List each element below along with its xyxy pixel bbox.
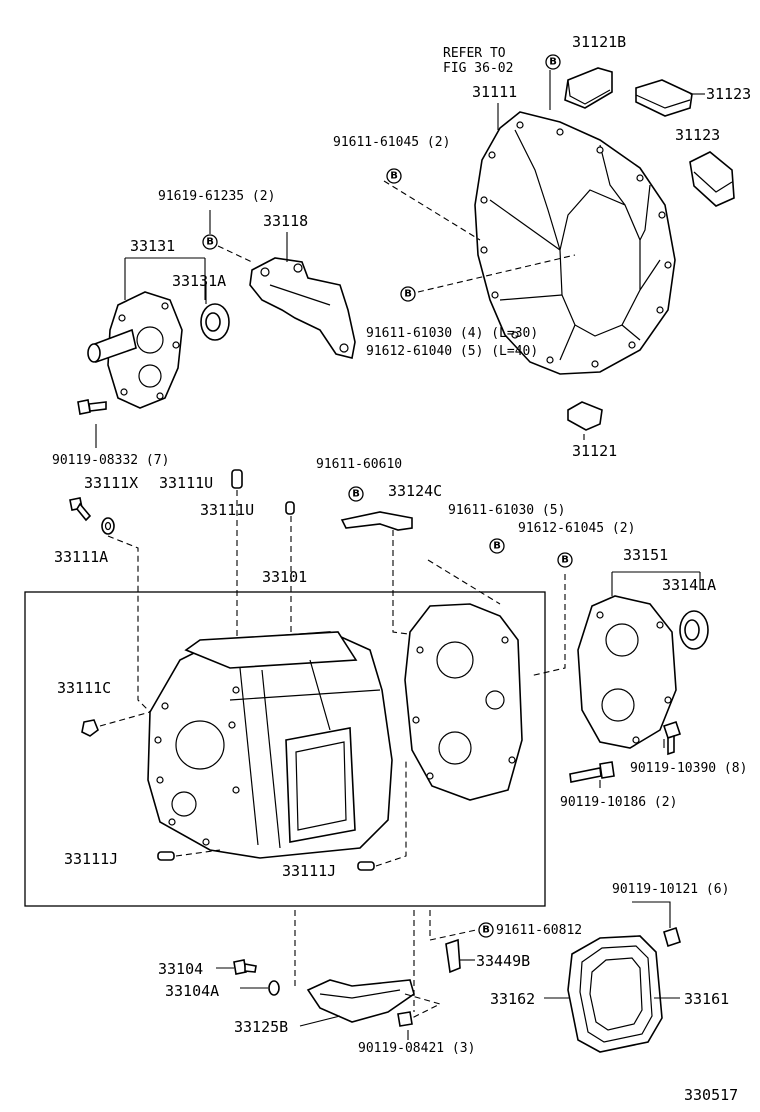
retainer-33131 [87, 291, 183, 409]
transmission-case-33101 [147, 631, 393, 859]
label-33118: 33118 [263, 212, 308, 230]
part-labels: REFER TO FIG 36-02 31121B 31111 31123 31… [52, 33, 751, 1104]
label-31123-lower: 31123 [675, 126, 720, 144]
label-33125B: 33125B [234, 1018, 288, 1036]
label-33151: 33151 [623, 546, 668, 564]
label-33111A: 33111A [54, 548, 108, 566]
svg-text:B: B [390, 171, 398, 182]
bolt-90119-08332 [77, 399, 107, 415]
label-refer-line2: FIG 36-02 [443, 61, 513, 76]
b-marker-6: B [489, 538, 505, 554]
svg-text:B: B [561, 555, 569, 566]
label-90119-10186: 90119-10186 (2) [560, 795, 677, 810]
label-91611-60610: 91611-60610 [316, 457, 402, 472]
intermediate-plate [404, 603, 523, 801]
label-33111U-b: 33111U [200, 501, 254, 519]
bracket-33118 [249, 257, 356, 359]
label-90119-08332: 90119-08332 (7) [52, 453, 169, 468]
bell-housing-31111 [474, 111, 676, 375]
label-90119-10121: 90119-10121 (6) [612, 882, 729, 897]
label-91612-61040-5: 91612-61040 (5) (L=40) [366, 344, 538, 359]
label-33111X: 33111X [84, 474, 138, 492]
label-33124C: 33124C [388, 482, 442, 500]
bolt-90119-10186 [569, 761, 615, 783]
diagram-id: 330517 [684, 1086, 738, 1104]
bolt-33104 [233, 959, 257, 975]
b-marker-2: B [386, 168, 402, 184]
label-33101: 33101 [262, 568, 307, 586]
pin-33111U-long [231, 469, 243, 489]
label-91611-60812: 91611-60812 [496, 923, 582, 938]
oil-seal-33131A [200, 303, 230, 341]
b-marker-8: B [478, 922, 494, 938]
bolt-33111A [69, 497, 92, 522]
label-91619-61235: 91619-61235 (2) [158, 189, 275, 204]
label-33104A: 33104A [165, 982, 219, 1000]
label-90119-08421: 90119-08421 (3) [358, 1041, 475, 1056]
b-marker-4: B [400, 286, 416, 302]
b-marker-3: B [202, 234, 218, 250]
leader-lines [95, 70, 705, 1040]
cover-31123-upper [635, 79, 693, 117]
label-33161: 33161 [684, 990, 729, 1008]
label-33141A: 33141A [662, 576, 716, 594]
label-91612-61045: 91612-61045 (2) [518, 521, 635, 536]
extension-housing-33151 [577, 595, 677, 749]
label-33111C: 33111C [57, 679, 111, 697]
label-33162: 33162 [490, 990, 535, 1008]
b-marker-1: B [545, 54, 561, 70]
label-33111J-right: 33111J [282, 862, 336, 880]
svg-text:B: B [493, 541, 501, 552]
cover-31121 [567, 401, 603, 431]
pin-33111J-right [357, 861, 375, 871]
label-33131: 33131 [130, 237, 175, 255]
cover-33125B [306, 979, 415, 1023]
label-31123-upper: 31123 [706, 85, 751, 103]
label-31121B: 31121B [572, 33, 626, 51]
b-marker-7: B [557, 552, 573, 568]
label-91611-61045: 91611-61045 (2) [333, 135, 450, 150]
svg-text:B: B [206, 237, 214, 248]
assembly-frame-33101 [24, 591, 546, 907]
pin-33111J-left [157, 851, 175, 861]
label-91611-61030-4: 91611-61030 (4) (L=30) [366, 326, 538, 341]
oil-seal-33141A [679, 610, 709, 650]
label-33131A: 33131A [172, 272, 226, 290]
label-91611-61030-5: 91611-61030 (5) [448, 503, 565, 518]
cover-31121B [564, 67, 613, 109]
cover-33161-and-gasket-33162 [567, 935, 663, 1053]
washer-33104A [268, 980, 280, 996]
bracket-33449B [445, 938, 461, 974]
b-marker-5: B [348, 486, 364, 502]
svg-text:B: B [404, 289, 412, 300]
svg-text:B: B [352, 489, 360, 500]
label-33111U-a: 33111U [159, 474, 213, 492]
nut-33111C [81, 719, 99, 737]
label-33104: 33104 [158, 960, 203, 978]
bolt-90119-10390 [662, 720, 682, 756]
svg-text:B: B [549, 57, 557, 68]
label-90119-10390: 90119-10390 (8) [630, 761, 747, 776]
label-33111J-left: 33111J [64, 850, 118, 868]
svg-text:B: B [482, 925, 490, 936]
bolt-90119-10121 [663, 926, 681, 948]
label-33449B: 33449B [476, 952, 530, 970]
label-refer-line1: REFER TO [443, 46, 506, 61]
washer-33111X [101, 517, 115, 535]
label-31121: 31121 [572, 442, 617, 460]
bolt-90119-08421 [397, 1011, 413, 1027]
pin-33111U-short [285, 501, 295, 515]
bracket-33124C [340, 511, 413, 531]
label-31111: 31111 [472, 83, 517, 101]
cover-31123-lower [689, 151, 735, 207]
